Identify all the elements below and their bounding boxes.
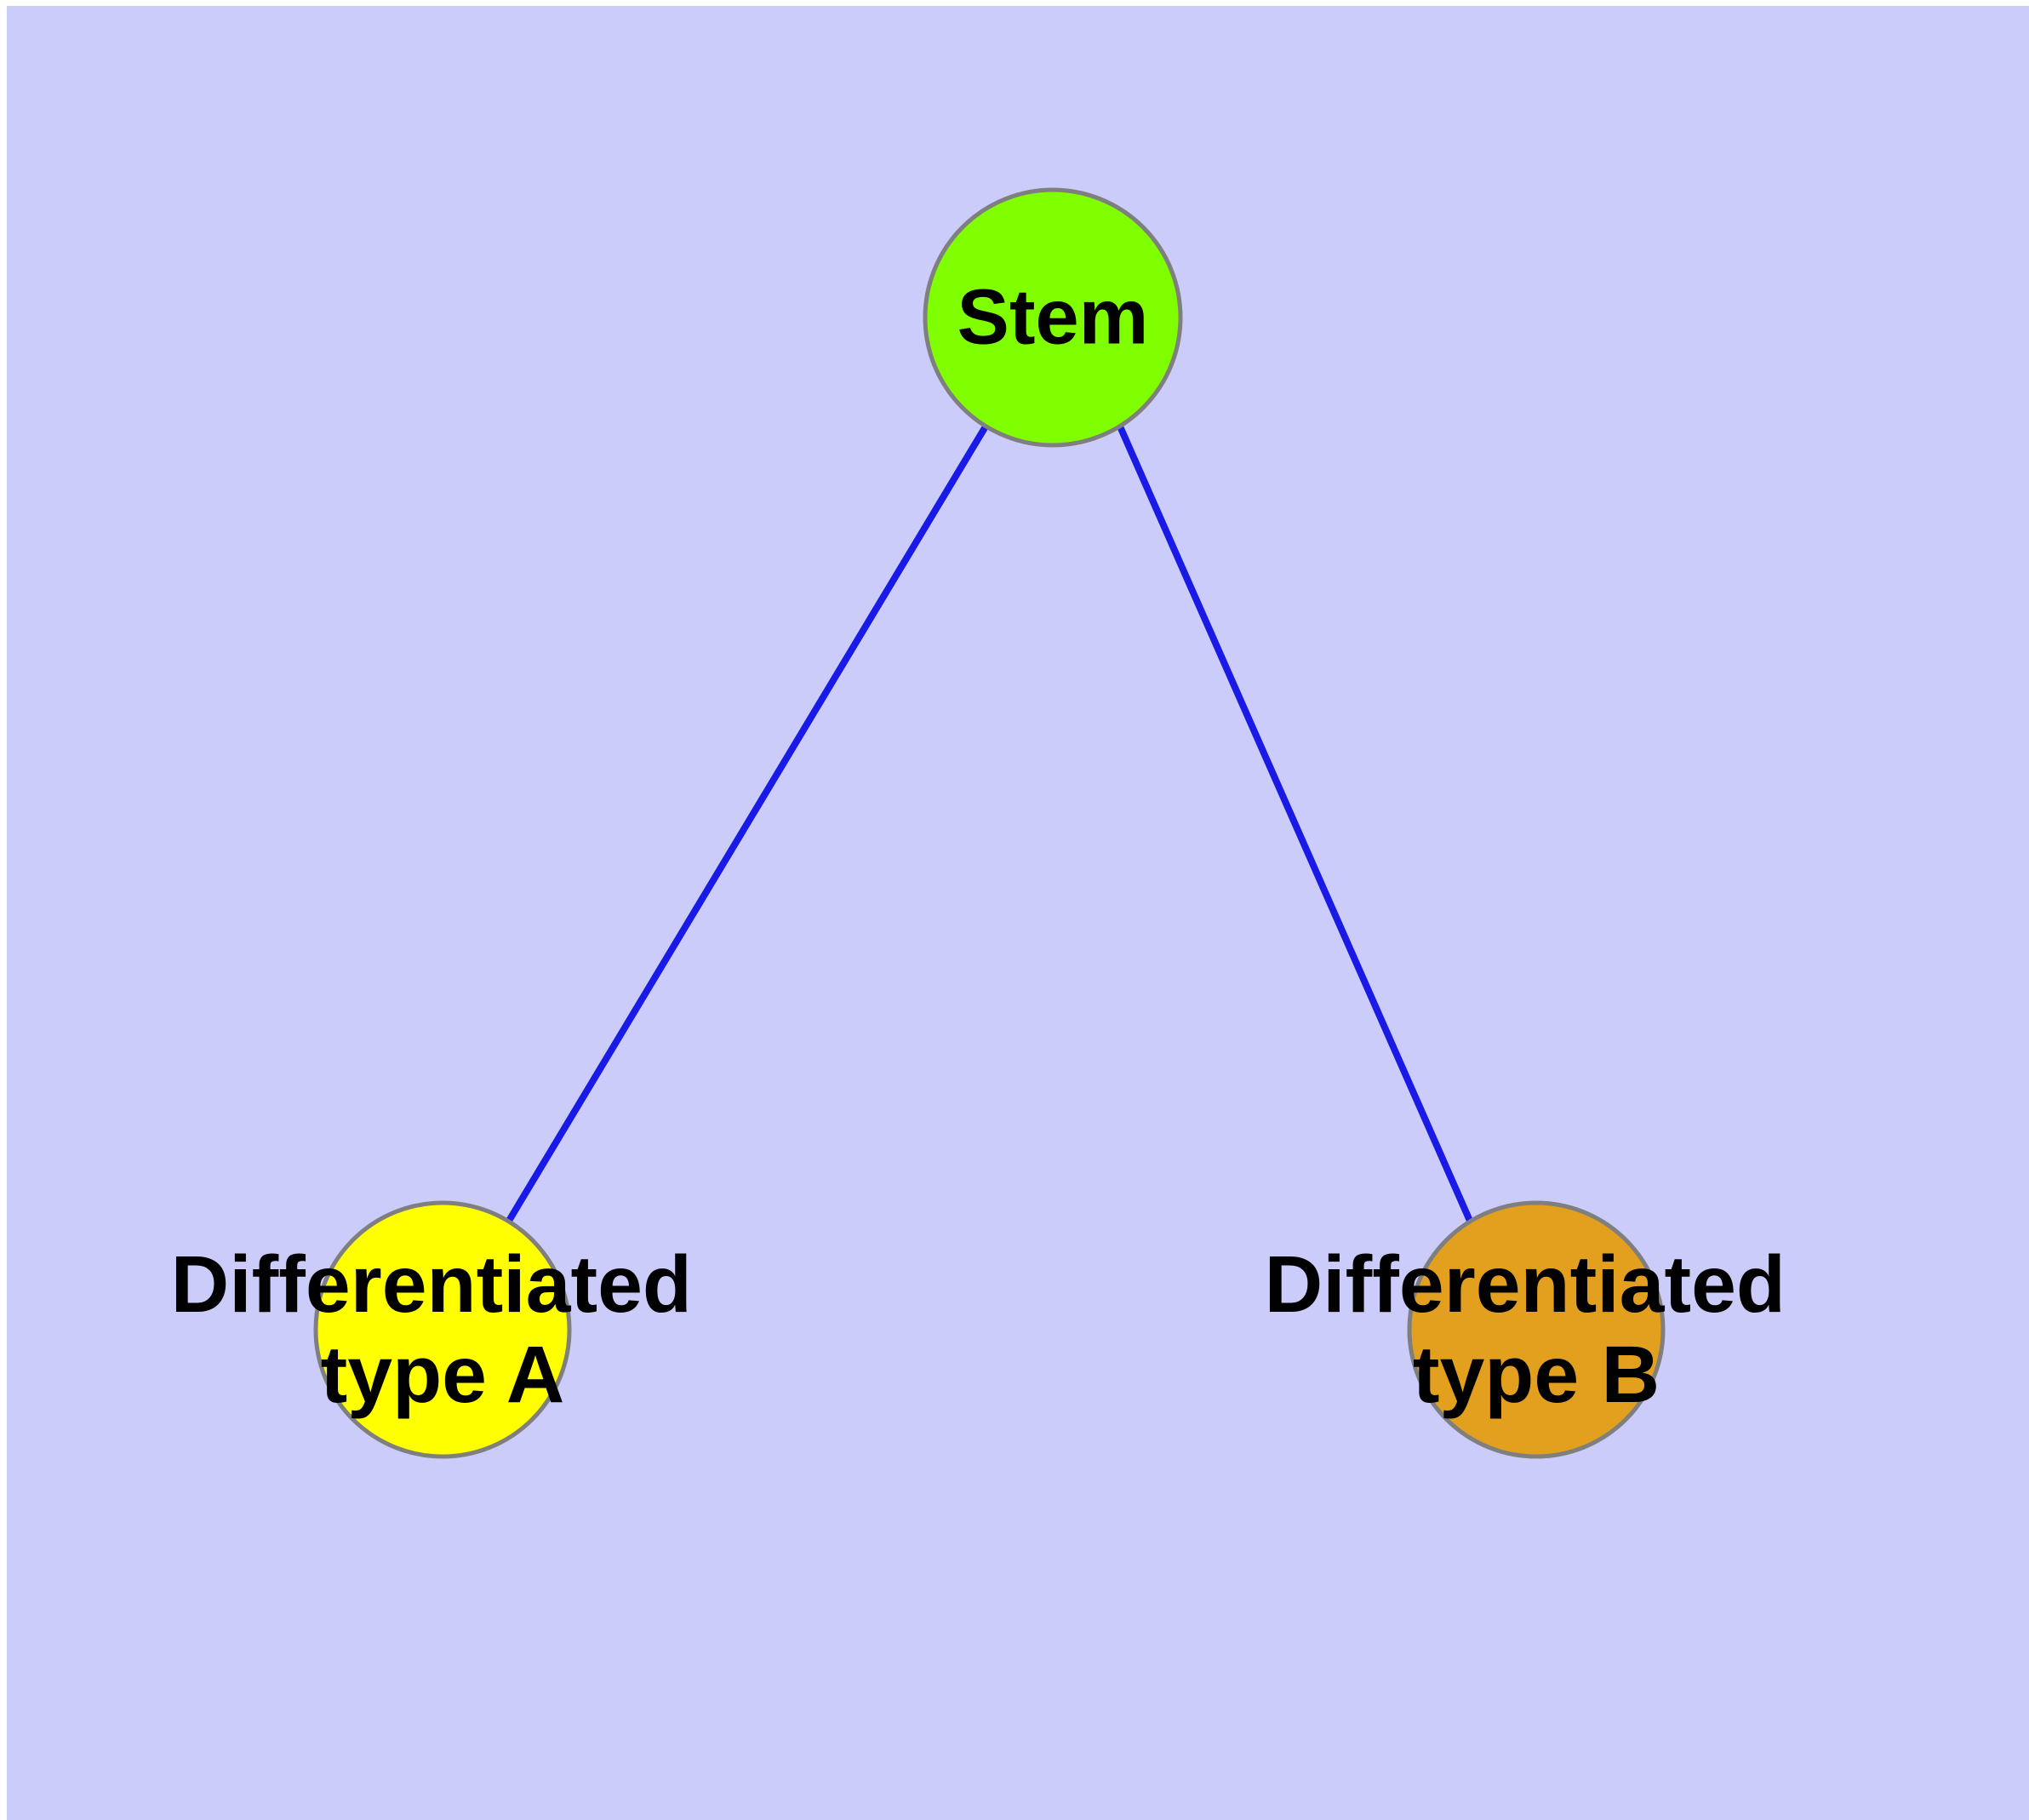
node-differentiated-type-b[interactable] — [1407, 1200, 1666, 1459]
label-layer: Stem Differentiated type A Differentiate… — [171, 274, 1809, 1420]
node-differentiated-type-a[interactable] — [313, 1200, 572, 1459]
edge-stem-to-differentiated-type-b[interactable] — [1117, 423, 1473, 1224]
node-differentiated-type-a-label: Differentiated type A — [171, 1233, 715, 1420]
node-differentiated-type-a-label-line1: Differentiated — [171, 1239, 692, 1330]
node-differentiated-type-a-label-line2: type A — [321, 1330, 565, 1420]
node-differentiated-type-b-label: Differentiated type B — [1265, 1233, 1809, 1420]
node-stem-label-line1: Stem — [957, 274, 1149, 361]
node-layer — [313, 187, 1666, 1459]
edge-layer — [506, 423, 1473, 1224]
node-differentiated-type-b-label-line1: Differentiated — [1265, 1239, 1786, 1330]
node-differentiated-type-b-circle[interactable] — [1407, 1200, 1666, 1459]
edge-stem-to-differentiated-type-a[interactable] — [506, 423, 989, 1224]
node-stem-circle[interactable] — [923, 187, 1183, 448]
node-differentiated-type-a-circle[interactable] — [313, 1200, 572, 1459]
node-stem[interactable] — [923, 187, 1183, 448]
node-stem-label: Stem — [957, 274, 1149, 361]
node-differentiated-type-b-label-line2: type B — [1413, 1330, 1660, 1420]
